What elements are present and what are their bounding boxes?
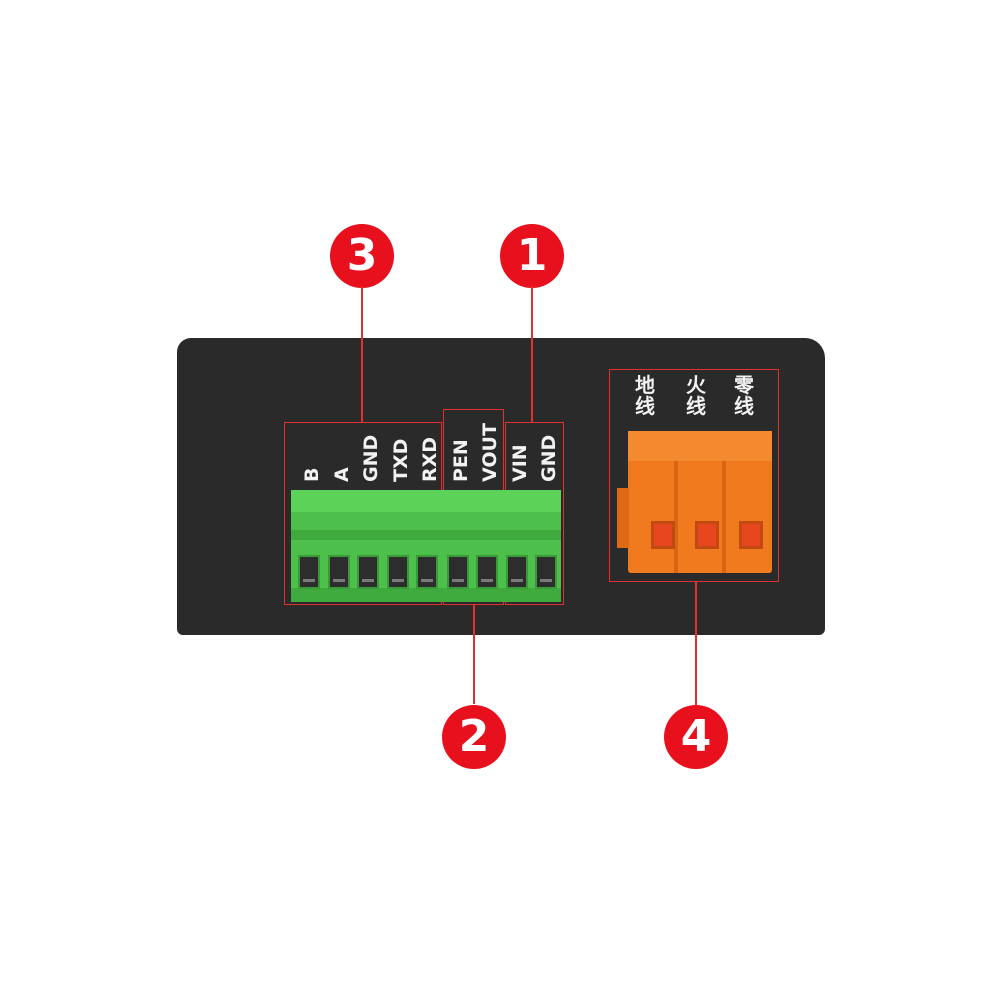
orange-side-tab [617,488,629,548]
pin-label-vin: VIN [509,444,531,482]
orange-terminal-block [628,431,772,573]
pin-label-txd: TXD [390,438,412,482]
callout-3-leader [361,286,363,423]
green-terminal-base [291,588,561,602]
callout-2-number: 2 [458,711,490,762]
callout-1-leader [531,286,533,423]
pin-label-rxd: RXD [419,436,441,482]
callout-3: 3 [330,224,394,288]
label-ground-wire: 地线 [635,373,655,418]
orange-divider [674,461,678,573]
callout-4: 4 [664,705,728,769]
pin-label-gnd-2: GND [538,434,560,482]
orange-terminal-top [628,431,772,461]
orange-divider [722,461,726,573]
pin-label-vout: VOUT [479,423,501,482]
callout-3-number: 3 [346,230,378,281]
callout-2-leader [473,604,475,704]
green-slot[interactable] [535,555,557,589]
green-slot[interactable] [328,555,350,589]
green-slot[interactable] [416,555,438,589]
green-terminal-ridge [291,530,561,540]
label-live-wire: 火线 [686,373,706,418]
callout-1-number: 1 [516,230,548,281]
callout-4-number: 4 [680,711,712,762]
pin-label-a: A [331,467,353,482]
orange-slot-ground[interactable] [651,521,675,549]
callout-1: 1 [500,224,564,288]
green-terminal-top [291,490,561,512]
green-slot[interactable] [357,555,379,589]
orange-slot-live[interactable] [695,521,719,549]
green-slot[interactable] [387,555,409,589]
green-slot[interactable] [476,555,498,589]
pin-label-gnd-1: GND [360,434,382,482]
group-4-box [609,369,779,582]
pin-label-b: B [301,467,323,482]
green-slot[interactable] [298,555,320,589]
orange-slot-neutral[interactable] [739,521,763,549]
callout-2: 2 [442,705,506,769]
pin-label-pen: PEN [450,439,472,482]
label-neutral-wire: 零线 [734,373,754,418]
green-slot[interactable] [506,555,528,589]
green-slot[interactable] [447,555,469,589]
callout-4-leader [695,581,697,705]
